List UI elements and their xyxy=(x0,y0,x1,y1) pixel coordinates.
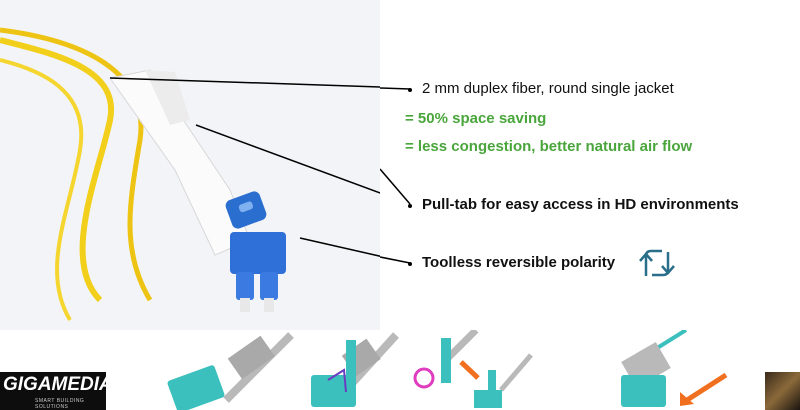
product-photo xyxy=(0,0,411,330)
logo-name: GIGAMEDIA xyxy=(3,374,113,395)
bullet xyxy=(408,88,412,92)
connector-illustration xyxy=(0,27,411,322)
reverse-arrows-icon xyxy=(639,249,675,277)
feature-polarity: Toolless reversible polarity xyxy=(422,254,616,271)
step-4 xyxy=(621,330,728,407)
background-thumbnail xyxy=(765,372,800,410)
feature-pull-tab: Pull-tab for easy access in HD environme… xyxy=(422,196,739,213)
benefit-air-flow: = less congestion, better natural air fl… xyxy=(405,138,693,155)
step-2 xyxy=(311,332,399,407)
bullet xyxy=(408,262,412,266)
bullet xyxy=(408,204,412,208)
polarity-steps-illustration xyxy=(167,330,728,410)
feature-jacket: 2 mm duplex fiber, round single jacket xyxy=(422,80,674,97)
step-3 xyxy=(413,330,533,408)
step-1 xyxy=(167,332,294,410)
logo-tagline: SMART BUILDING SOLUTIONS xyxy=(35,398,85,410)
callout-lines xyxy=(380,87,411,264)
gigamedia-logo: GIGAMEDIA SMART BUILDING SOLUTIONS xyxy=(0,372,113,410)
benefit-space-saving: = 50% space saving xyxy=(405,110,547,127)
